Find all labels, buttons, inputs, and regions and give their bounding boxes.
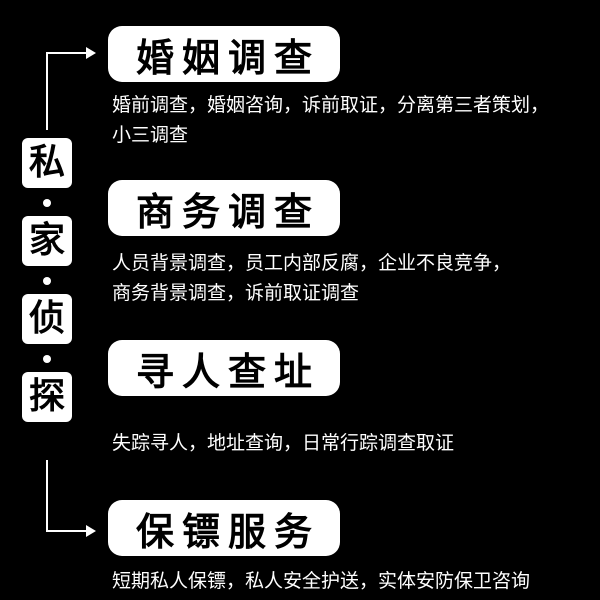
- arrow-right-icon: [86, 47, 96, 59]
- desc-line: 商务背景调查，诉前取证调查: [112, 282, 360, 304]
- bracket-arm-top: [46, 52, 90, 54]
- side-label-char: 探: [22, 372, 72, 422]
- desc-line: 失踪寻人，地址查询，日常行踪调查取证: [112, 432, 455, 454]
- side-label-dot: [43, 355, 51, 363]
- service-title-locate: 寻人查址: [108, 340, 341, 396]
- bracket-arm-bottom: [46, 530, 90, 532]
- side-label-dot: [43, 277, 51, 285]
- desc-line: 短期私人保镖，私人安全护送，实体安防保卫咨询: [112, 570, 531, 592]
- bracket-line-top: [46, 52, 48, 130]
- service-title-business: 商务调查: [108, 180, 341, 236]
- service-desc-bodyguard: 短期私人保镖，私人安全护送，实体安防保卫咨询: [112, 566, 592, 596]
- bracket-line-bottom: [46, 460, 48, 532]
- side-label-char: 私: [22, 138, 72, 188]
- desc-line: 婚前调查，婚姻咨询，诉前取证，分离第三者策划，: [112, 94, 550, 116]
- side-label-char: 侦: [22, 294, 72, 344]
- desc-line: 人员背景调查，员工内部反腐，企业不良竞争，: [112, 252, 512, 274]
- service-title-marriage: 婚姻调查: [108, 26, 341, 82]
- side-label-dot: [43, 199, 51, 207]
- arrow-right-icon: [86, 525, 96, 537]
- service-title-bodyguard: 保镖服务: [108, 500, 341, 556]
- service-desc-locate: 失踪寻人，地址查询，日常行踪调查取证: [112, 428, 592, 458]
- service-desc-marriage: 婚前调查，婚姻咨询，诉前取证，分离第三者策划， 小三调查: [112, 90, 592, 150]
- side-label-char: 家: [22, 216, 72, 266]
- service-desc-business: 人员背景调查，员工内部反腐，企业不良竞争， 商务背景调查，诉前取证调查: [112, 248, 592, 308]
- desc-line: 小三调查: [112, 124, 189, 146]
